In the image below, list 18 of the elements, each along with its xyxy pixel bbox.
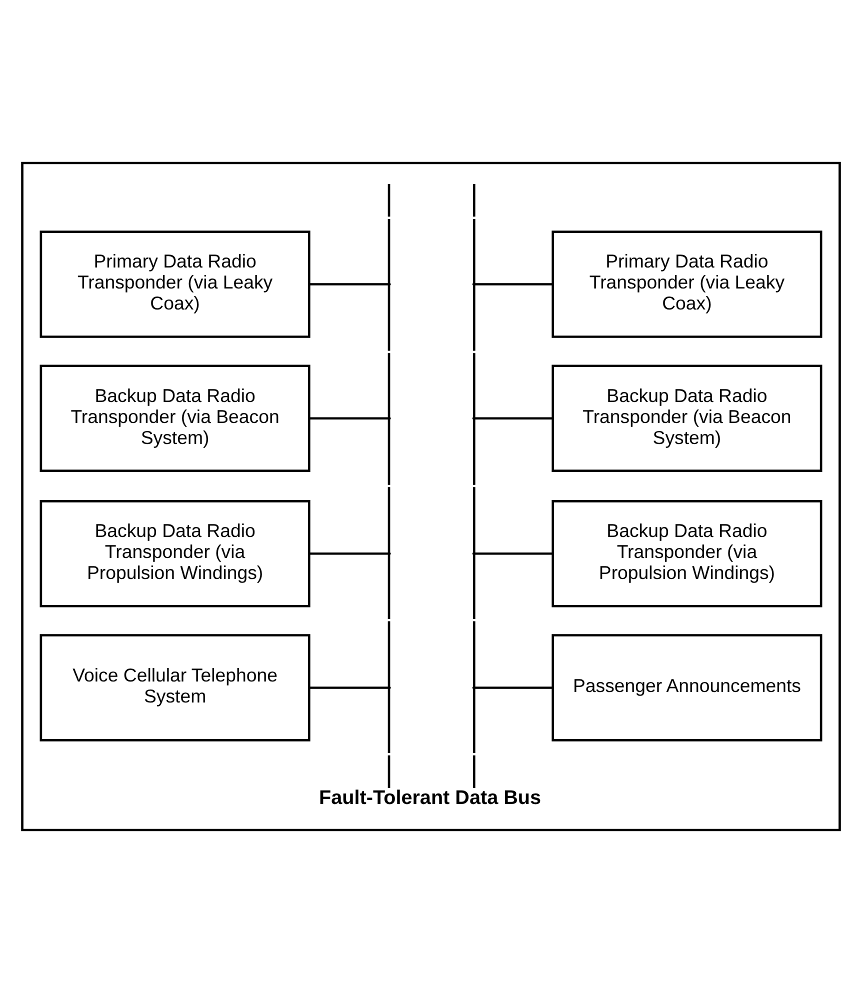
node-box: Backup Data Radio Transponder (via Propulsion Windings): [552, 500, 822, 608]
connector: [474, 417, 553, 420]
cluster: [21, 162, 841, 832]
connector: [309, 686, 390, 689]
connector: [474, 552, 553, 555]
connector: [309, 283, 390, 286]
node-box: Voice Cellular Telephone System: [40, 634, 310, 742]
connector: [474, 283, 553, 286]
node-box: Primary Data Radio Transponder (via Leaky Coax): [40, 230, 310, 338]
connector: [474, 686, 553, 689]
node-box: Backup Data Radio Transponder (via Propulsion Windings): [40, 500, 310, 608]
node-box: Backup Data Radio Transponder (via Beacon System): [552, 364, 822, 472]
node-box: Primary Data Radio Transponder (via Leaky Coax): [552, 230, 822, 338]
node-text: Fault-Tolerant Data Bus: [319, 786, 542, 809]
connector: [309, 417, 390, 420]
node-box: Backup Data Radio Transponder (via Beacon System): [40, 364, 310, 472]
node-box: Passenger Announcements: [552, 634, 822, 742]
connector: [309, 552, 390, 555]
